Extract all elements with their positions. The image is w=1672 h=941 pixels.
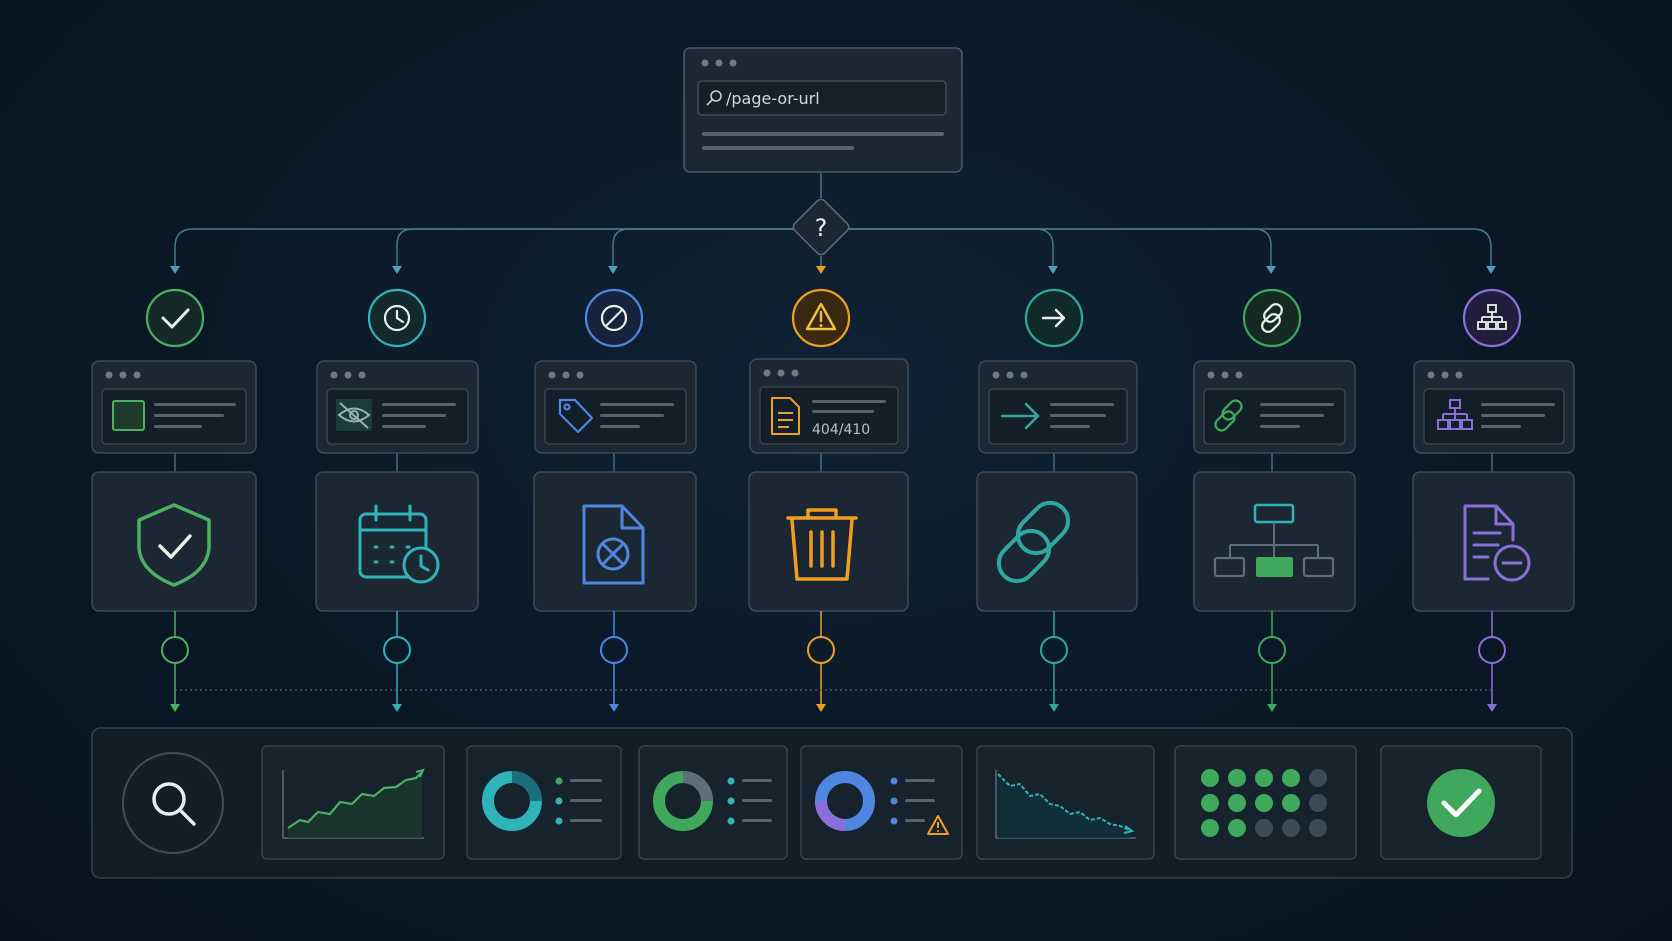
matrix-dot	[1228, 769, 1246, 787]
matrix-dot	[1201, 769, 1219, 787]
document-icon	[771, 397, 800, 435]
url-search-field[interactable]	[697, 80, 947, 116]
warning-icon	[927, 815, 949, 835]
check-icon	[145, 288, 205, 348]
matrix-dot	[1282, 819, 1300, 837]
trash-icon	[786, 508, 858, 581]
file-minus-icon	[1463, 504, 1531, 582]
file-x-icon	[582, 504, 645, 585]
decision-label: ?	[815, 214, 828, 242]
branch-redirect	[976, 288, 1138, 712]
status-code-label: 404/410	[812, 422, 870, 438]
matrix-dot	[1228, 794, 1246, 812]
matrix-dot	[1255, 794, 1273, 812]
tag-icon	[558, 398, 594, 434]
donut-chart-green	[638, 745, 788, 860]
branch-blocked	[533, 288, 697, 712]
shield-check-icon	[137, 503, 211, 587]
branch-sitemap	[1412, 288, 1575, 712]
branch-noindex	[315, 288, 479, 712]
matrix-dot	[1309, 794, 1327, 812]
donut-chart-teal	[466, 745, 622, 860]
matrix-dot	[1255, 769, 1273, 787]
sitemap-icon	[1213, 503, 1335, 578]
decision-node: ?	[792, 198, 850, 256]
redirect-arrow-icon	[1000, 402, 1040, 430]
calendar-clock-icon	[358, 504, 440, 584]
url-window: /page-or-url	[683, 47, 963, 173]
url-search-value: /page-or-url	[726, 89, 820, 108]
rising-line-chart	[261, 745, 445, 860]
matrix-dot	[1201, 794, 1219, 812]
matrix-dot	[1201, 819, 1219, 837]
dot-matrix	[1174, 745, 1357, 860]
search-icon	[122, 752, 224, 854]
branch-removed: 404/410	[748, 288, 909, 712]
card-sitemap-icon	[1437, 399, 1473, 430]
link-icon	[996, 500, 1071, 584]
donut-chart-blue-warning	[800, 745, 963, 860]
link-icon	[1242, 288, 1302, 348]
success-check-icon	[1380, 745, 1542, 860]
matrix-dot	[1282, 769, 1300, 787]
matrix-dot	[1309, 819, 1327, 837]
eye-off-icon	[336, 399, 372, 431]
results-panel	[91, 727, 1573, 879]
card-link-icon	[1214, 399, 1243, 432]
falling-line-chart	[976, 745, 1155, 860]
branch-ok	[91, 288, 257, 712]
branch-internal-links	[1193, 288, 1356, 712]
matrix-dot	[1255, 819, 1273, 837]
search-icon	[706, 90, 722, 106]
green-square-icon	[112, 400, 145, 431]
matrix-dot	[1228, 819, 1246, 837]
branch-connectors	[174, 172, 1492, 270]
matrix-dot	[1282, 794, 1300, 812]
matrix-dot	[1309, 769, 1327, 787]
branch-arrowheads	[170, 266, 1496, 274]
